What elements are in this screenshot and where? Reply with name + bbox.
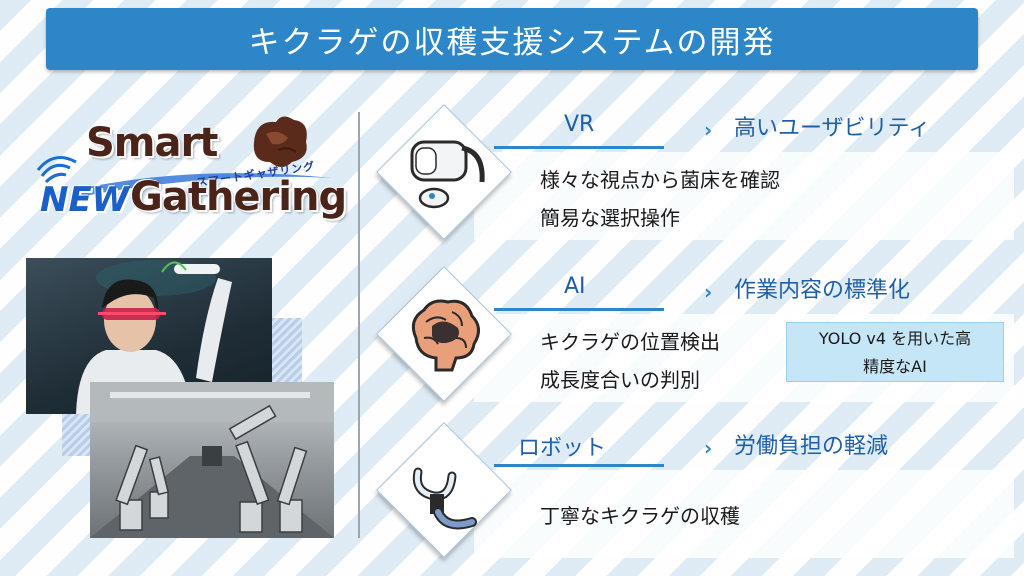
wifi-wave-icon — [36, 156, 77, 184]
section-line: 様々な視点から菌床を確認 — [540, 168, 780, 192]
smart-gathering-logo: Smart スマートギャザリング NEW Gathering — [34, 116, 347, 230]
kikurage-mushroom-icon — [253, 116, 307, 167]
section-title: AI — [564, 274, 586, 299]
section-band — [474, 470, 1014, 558]
brain-icon — [411, 299, 480, 372]
section-underline — [494, 308, 664, 311]
icon-diamond — [368, 96, 518, 246]
icon-diamond — [368, 414, 518, 564]
section-subtitle: 高いユーザビリティ — [734, 116, 931, 141]
section-robot: ロボット › 労働負担の軽減 丁寧なキクラゲの収穫 — [368, 414, 1018, 564]
section-subtitle: 作業内容の標準化 — [734, 278, 911, 303]
robot-arm-icon — [412, 467, 477, 530]
robot-factory-photo — [90, 382, 334, 538]
note-line: YOLO v4 を用いた高 — [818, 329, 972, 348]
page-title: キクラゲの収穫支援システムの開発 — [248, 24, 776, 61]
section-line: 成長度合いの判別 — [540, 368, 700, 392]
section-band — [474, 152, 1014, 240]
section-ai: AI › 作業内容の標準化 キクラゲの位置検出 成長度合いの判別 YOLO v4… — [368, 258, 1018, 408]
chevron-right-icon: › — [704, 118, 713, 142]
section-line: キクラゲの位置検出 — [540, 330, 720, 354]
swoosh-icon — [74, 173, 332, 196]
vr-headset-icon — [410, 140, 485, 209]
section-title: VR — [564, 112, 595, 137]
section-vr: VR › 高いユーザビリティ 様々な視点から菌床を確認 簡易な選択操作 — [368, 96, 1018, 246]
yolo-note-box: YOLO v4 を用いた高 精度なAI — [786, 322, 1004, 382]
chevron-right-icon: › — [704, 436, 713, 460]
title-bar: キクラゲの収穫支援システムの開発 — [46, 8, 978, 70]
logo-word-gathering: Gathering — [130, 174, 347, 220]
vertical-divider — [358, 112, 360, 538]
section-line: 丁寧なキクラゲの収穫 — [540, 504, 740, 528]
logo-word-new: NEW — [40, 180, 130, 220]
icon-diamond — [368, 258, 518, 408]
section-underline — [494, 464, 664, 467]
chevron-right-icon: › — [704, 280, 713, 304]
logo-word-smart: Smart — [86, 120, 218, 166]
section-underline — [494, 146, 664, 149]
section-title: ロボット — [518, 436, 607, 461]
section-subtitle: 労働負担の軽減 — [734, 434, 889, 459]
section-line: 簡易な選択操作 — [540, 206, 680, 230]
note-line: 精度なAI — [863, 357, 927, 376]
